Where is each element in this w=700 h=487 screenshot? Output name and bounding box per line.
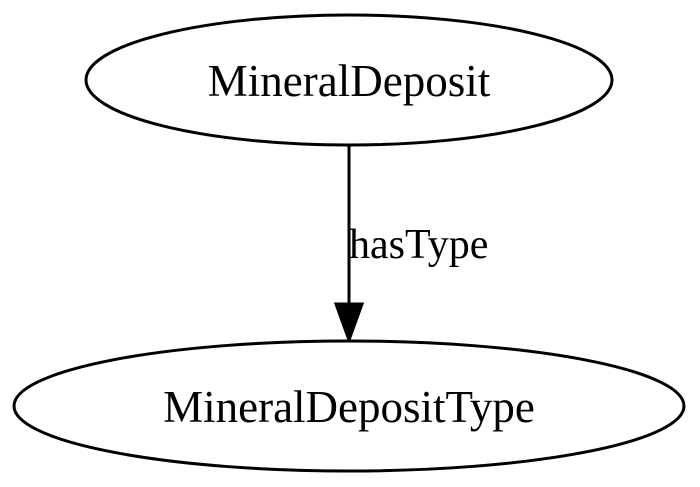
arrowhead [333,302,365,345]
node-ellipse [12,339,686,473]
edge-has-type: hasType [333,146,488,345]
edge-label: hasType [349,222,488,268]
node-label: MineralDepositType [163,382,535,432]
node-ellipse [84,13,614,147]
node-label: MineralDeposit [208,56,491,106]
node-mineral-deposit-type[interactable]: MineralDepositType [12,339,686,473]
node-mineral-deposit[interactable]: MineralDeposit [84,13,614,147]
